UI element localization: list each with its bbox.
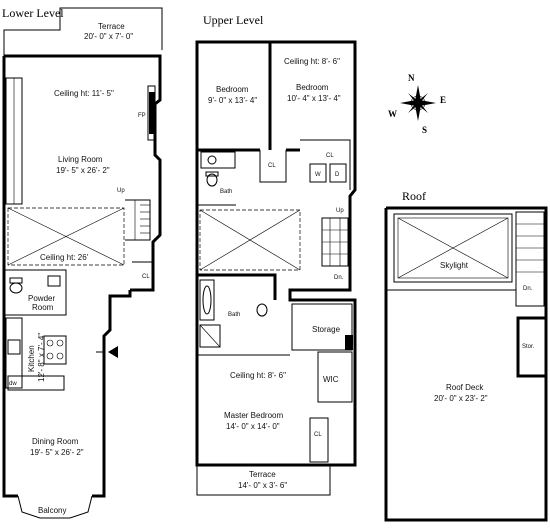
roof-stor-label: Stor. bbox=[522, 344, 535, 350]
upper-cl1-label: CL bbox=[268, 163, 276, 169]
bedroom2-name: Bedroom bbox=[296, 83, 329, 92]
bedroom1-size: 9'- 0" x 13'- 4" bbox=[208, 96, 257, 105]
roof-deck-size: 20'- 0" x 23'- 2" bbox=[434, 394, 488, 403]
living-room-name: Living Room bbox=[58, 155, 103, 164]
wic-label: WIC bbox=[323, 375, 339, 384]
roof-dn-label: Dn. bbox=[523, 286, 533, 292]
balcony-label: Balcony bbox=[38, 506, 66, 515]
kitchen-size: 12'- 8" x 7'- 4" bbox=[37, 333, 46, 382]
upper-ceiling-master: Ceiling ht: 8'- 6" bbox=[230, 371, 286, 380]
compass-w: W bbox=[388, 109, 397, 119]
upper-ceiling-bed2: Ceiling ht: 8'- 6" bbox=[284, 57, 340, 66]
lower-ceiling-top: Ceiling ht: 11'- 5" bbox=[54, 89, 114, 98]
washer-label: W bbox=[315, 172, 321, 178]
master-bedroom-name: Master Bedroom bbox=[224, 411, 283, 420]
upper-level-plan: Terrace 14'- 0" x 3'- 6" CL CL W D Ceili… bbox=[195, 40, 357, 496]
dishwasher-label: dw bbox=[9, 381, 17, 387]
lower-up-label: Up bbox=[117, 188, 125, 194]
lower-level-heading: Lower Level bbox=[2, 6, 64, 20]
upper-terrace-size: 14'- 0" x 3'- 6" bbox=[238, 481, 287, 490]
bath1-label: Bath bbox=[220, 189, 232, 195]
compass-s: S bbox=[422, 125, 427, 135]
dining-room-size: 19'- 5" x 26'- 2" bbox=[30, 448, 84, 457]
bedroom2-size: 10'- 4" x 13'- 4" bbox=[287, 94, 341, 103]
roof-plan: Skylight Dn. Stor. Roof Deck 20'- 0" x 2… bbox=[384, 206, 548, 522]
powder-room-line2: Room bbox=[32, 303, 54, 312]
lower-ceiling-mid: Ceiling ht: 26' bbox=[40, 253, 89, 262]
upper-cl2-label: CL bbox=[326, 153, 334, 159]
upper-up-label: Up bbox=[336, 208, 344, 214]
bath2-label: Bath bbox=[228, 312, 240, 318]
upper-dn-label: Dn. bbox=[334, 275, 344, 281]
kitchen-name: Kitchen bbox=[27, 345, 36, 372]
lower-level-plan: Balcony Terrace 20'- 0" x 7'- 0" FP Ceil… bbox=[2, 7, 163, 519]
bedroom1-name: Bedroom bbox=[216, 85, 249, 94]
living-room-size: 19'- 5" x 26'- 2" bbox=[56, 166, 110, 175]
dining-room-name: Dining Room bbox=[32, 437, 79, 446]
upper-terrace-name: Terrace bbox=[249, 470, 276, 479]
storage-label: Storage bbox=[312, 325, 341, 334]
fireplace-label: FP bbox=[138, 113, 146, 119]
upper-level-heading: Upper Level bbox=[203, 13, 264, 27]
upper-cl3-label: CL bbox=[314, 432, 322, 438]
lower-closet-label: CL bbox=[142, 274, 150, 280]
compass-rose: N S E W bbox=[388, 73, 446, 135]
skylight-label: Skylight bbox=[440, 261, 469, 270]
dryer-label: D bbox=[335, 172, 340, 178]
roof-deck-name: Roof Deck bbox=[446, 383, 484, 392]
master-bedroom-size: 14'- 0" x 14'- 0" bbox=[226, 422, 280, 431]
lower-terrace-size: 20'- 0" x 7'- 0" bbox=[84, 32, 133, 41]
compass-n: N bbox=[408, 73, 415, 83]
roof-heading: Roof bbox=[402, 189, 426, 203]
lower-terrace-name: Terrace bbox=[98, 22, 125, 31]
compass-e: E bbox=[440, 95, 446, 105]
powder-room-line1: Powder bbox=[28, 294, 55, 303]
